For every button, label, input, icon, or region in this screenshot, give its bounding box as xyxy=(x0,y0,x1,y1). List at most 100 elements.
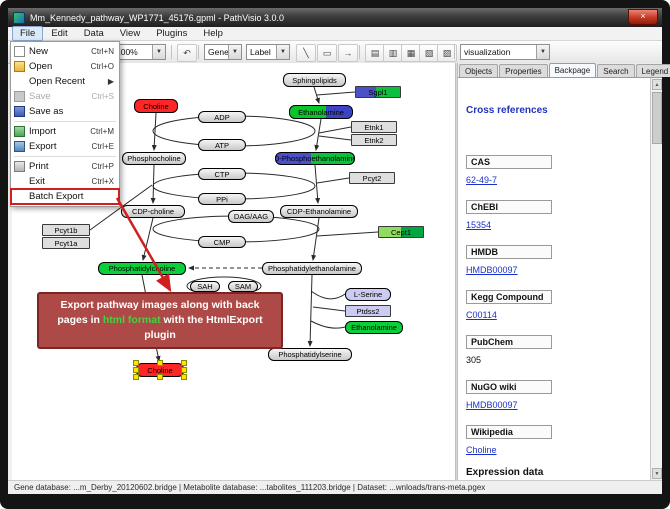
pathway-node-dag-aag-14[interactable]: DAG/AAG xyxy=(228,210,274,223)
chevron-down-icon[interactable]: ▼ xyxy=(228,45,241,59)
pathway-node-sah-22[interactable]: SAH xyxy=(190,281,220,292)
pathway-node-pcyt1a-18[interactable]: Pcyt1a xyxy=(42,237,90,249)
pathway-node-phosphatidylethanolamine-21[interactable]: Phosphatidylethanolamine xyxy=(262,262,362,275)
pathway-node-ptdss2-25[interactable]: Ptdss2 xyxy=(345,305,391,317)
align-center-x-button[interactable]: ▤ xyxy=(365,44,385,62)
crossref-title: ChEBI xyxy=(466,200,552,214)
selection-handle[interactable] xyxy=(133,360,139,366)
pathway-node-etnk2-6[interactable]: Etnk2 xyxy=(351,134,397,146)
file-menu-item-save-as[interactable]: Save as xyxy=(11,104,119,119)
pathway-node-choline-2[interactable]: Choline xyxy=(134,99,178,113)
pathway-node-ctp-10[interactable]: CTP xyxy=(198,168,246,180)
selection-handle[interactable] xyxy=(157,360,163,366)
tab-properties[interactable]: Properties xyxy=(499,64,548,77)
selection-handle[interactable] xyxy=(181,367,187,373)
menu-file[interactable]: File xyxy=(12,26,44,41)
crossrefs-heading: Cross references xyxy=(466,105,548,116)
menu-help[interactable]: Help xyxy=(203,28,223,39)
pathway-node-cept1-16[interactable]: Cept1 xyxy=(378,226,424,238)
shape-tool-button[interactable]: ▭ xyxy=(317,44,337,62)
scroll-down-icon[interactable]: ▼ xyxy=(652,468,662,479)
label-tool-combobox[interactable]: Label ▼ xyxy=(246,44,290,60)
pathway-node-ppi-12[interactable]: PPi xyxy=(198,193,246,205)
menu-shortcut: Ctrl+N xyxy=(91,47,114,56)
pathway-node-ethanolamine-3[interactable]: Ethanolamine xyxy=(289,105,353,119)
pathway-node-cmp-19[interactable]: CMP xyxy=(198,236,246,248)
file-menu-item-batch-export[interactable]: Batch Export xyxy=(10,188,120,205)
selection-handle[interactable] xyxy=(181,374,187,380)
menu-plugins[interactable]: Plugins xyxy=(156,28,188,39)
close-button[interactable]: × xyxy=(628,9,658,25)
selection-handle[interactable] xyxy=(181,360,187,366)
pathway-node-pcyt2-11[interactable]: Pcyt2 xyxy=(349,172,395,184)
crossref-link[interactable]: HMDB00097 xyxy=(466,265,518,275)
crossref-link[interactable]: 15354 xyxy=(466,220,492,230)
align-center-y-button[interactable]: ▥ xyxy=(383,44,403,62)
shape-tool-icon: ▭ xyxy=(322,47,332,58)
pathway-node-sgpl1-1[interactable]: Sgpl1 xyxy=(355,86,401,98)
pathway-node-sphingolipids-0[interactable]: Sphingolipids xyxy=(283,73,346,87)
scrollbar-thumb[interactable] xyxy=(652,92,662,144)
pathway-node-phosphocholine-8[interactable]: Phosphocholine xyxy=(122,152,186,165)
undo-button[interactable]: ↶ xyxy=(177,44,197,62)
datanode-type-combobox[interactable]: Gene ▼ xyxy=(204,44,242,60)
toolbar-separator xyxy=(454,45,455,59)
chevron-down-icon[interactable]: ▼ xyxy=(276,45,289,59)
selection-handle[interactable] xyxy=(133,367,139,373)
chevron-down-icon[interactable]: ▼ xyxy=(536,45,549,59)
menu-edit[interactable]: Edit xyxy=(51,28,68,39)
stack-button[interactable]: ▨ xyxy=(437,44,457,62)
pathway-node-o-phosphoethanolamine-9[interactable]: O-Phosphoethanolamine xyxy=(275,152,355,165)
pathway-node-l-serine-24[interactable]: L-Serine xyxy=(345,288,391,301)
align-left-button[interactable]: ▦ xyxy=(401,44,421,62)
pathway-node-pcyt1b-17[interactable]: Pcyt1b xyxy=(42,224,90,236)
app-icon xyxy=(13,11,25,24)
menu-data[interactable]: Data xyxy=(83,28,104,39)
selection-handle[interactable] xyxy=(133,374,139,380)
selection-handle[interactable] xyxy=(157,374,163,380)
pathway-node-phosphatidylcholine-20[interactable]: Phosphatidylcholine xyxy=(98,262,186,275)
title-bar[interactable]: Mm_Kennedy_pathway_WP1771_45176.gpml - P… xyxy=(8,8,662,27)
visualization-combobox[interactable]: visualization ▼ xyxy=(460,44,550,60)
tab-objects[interactable]: Objects xyxy=(459,64,499,77)
pathway-node-ethanolamine-26[interactable]: Ethanolamine xyxy=(345,321,403,334)
toolbar-separator xyxy=(198,45,199,59)
no-icon xyxy=(14,76,25,87)
align-top-button[interactable]: ▧ xyxy=(419,44,439,62)
pathway-node-cdp-choline-13[interactable]: CDP-choline xyxy=(121,205,185,218)
pathway-node-sam-23[interactable]: SAM xyxy=(228,281,258,292)
pathway-node-atp-7[interactable]: ATP xyxy=(198,139,246,151)
menu-view[interactable]: View xyxy=(119,28,141,39)
crossref-link[interactable]: 62-49-7 xyxy=(466,175,498,185)
scrollbar[interactable]: ▲ ▼ xyxy=(650,78,662,480)
pathway-node-adp-4[interactable]: ADP xyxy=(198,111,246,123)
pathway-node-etnk1-5[interactable]: Etnk1 xyxy=(351,121,397,133)
tab-legend[interactable]: Legend xyxy=(635,64,670,77)
line-tool-button[interactable]: ╲ xyxy=(296,44,316,62)
crossref-link[interactable]: Choline xyxy=(466,445,497,455)
tab-search[interactable]: Search xyxy=(597,64,635,77)
crossref-title: Wikipedia xyxy=(466,425,552,439)
chevron-down-icon[interactable]: ▼ xyxy=(152,45,165,59)
pathway-node-phosphatidylserine-27[interactable]: Phosphatidylserine xyxy=(268,348,352,361)
tab-backpage[interactable]: Backpage xyxy=(548,63,597,77)
crossref-link[interactable]: HMDB00097 xyxy=(466,400,518,410)
zoom-combobox[interactable]: 100% ▼ xyxy=(112,44,166,60)
crossref-link[interactable]: C00114 xyxy=(466,310,497,320)
align-left-icon: ▦ xyxy=(406,47,416,58)
connector-tool-button[interactable]: → xyxy=(338,44,358,62)
scroll-up-icon[interactable]: ▲ xyxy=(652,79,662,90)
pathway-node-cdp-ethanolamine-15[interactable]: CDP-Ethanolamine xyxy=(280,205,358,218)
panel-splitter[interactable] xyxy=(455,63,458,480)
file-menu-item-open-recent[interactable]: Open Recent▶ xyxy=(11,74,119,89)
